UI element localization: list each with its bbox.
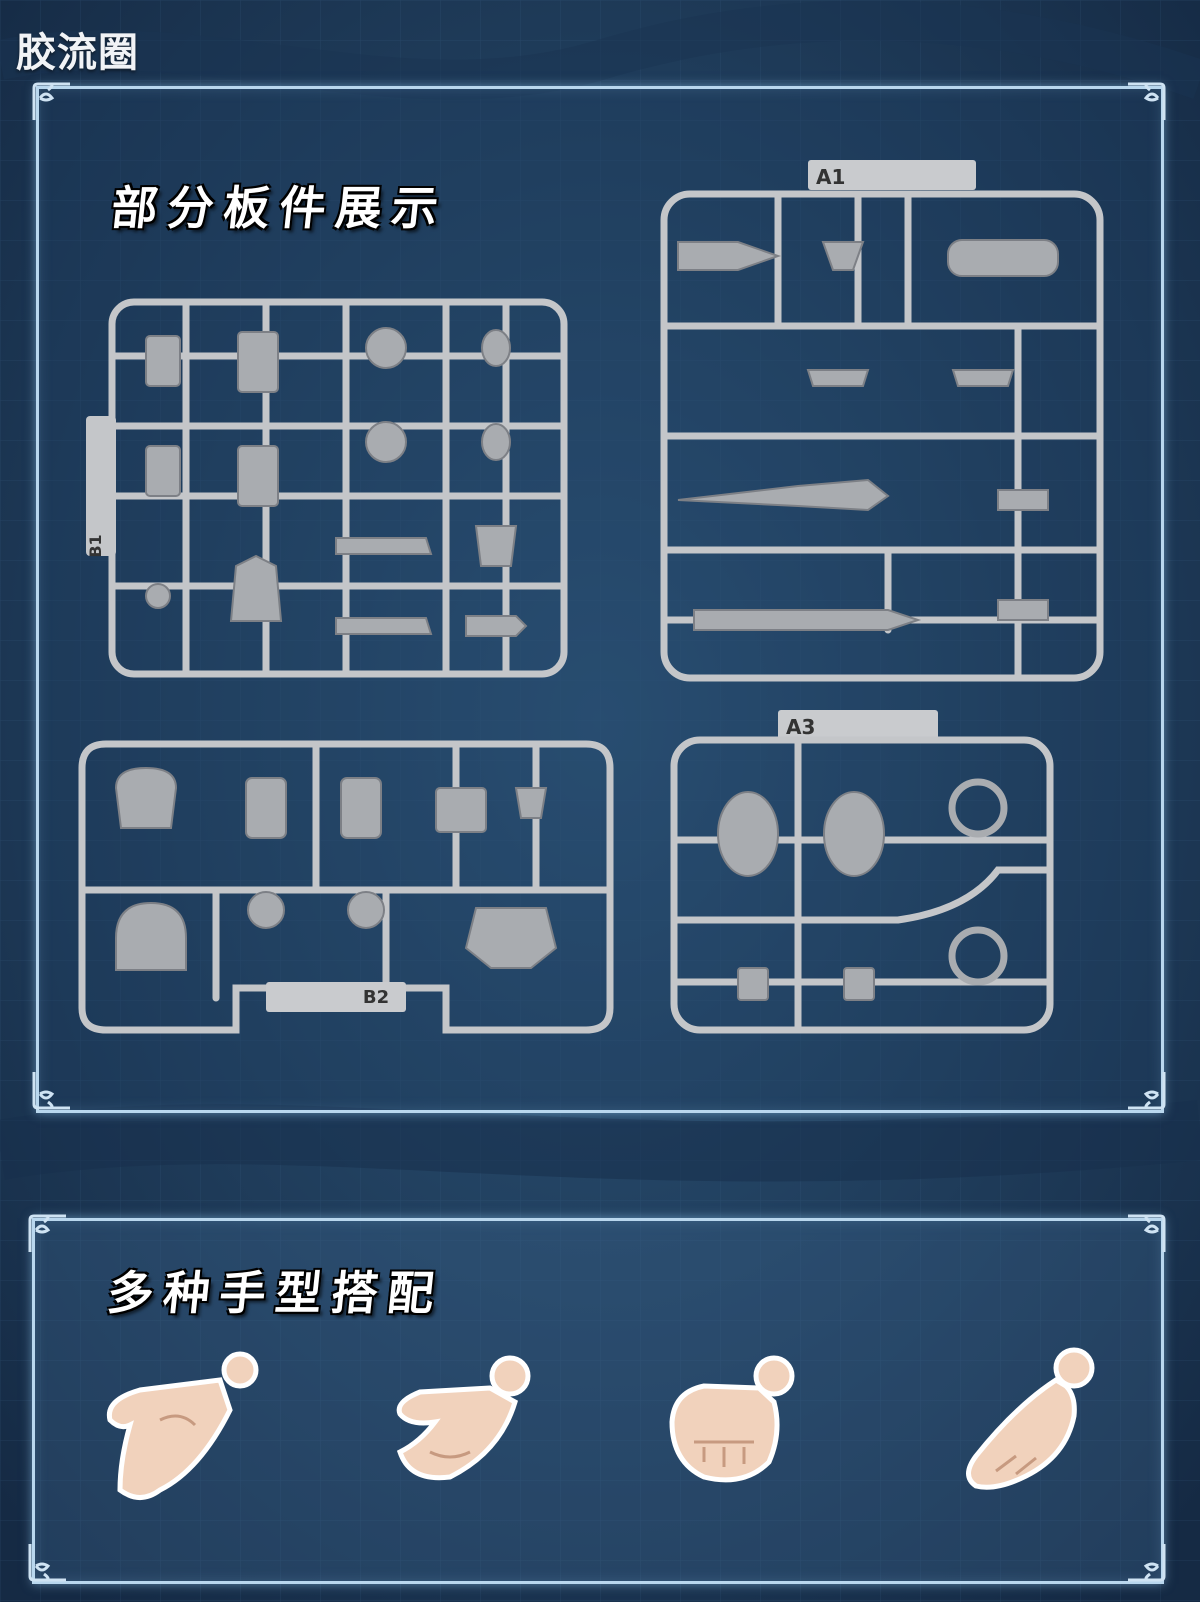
section-title-hands: 多种手型搭配 (104, 1266, 447, 1320)
ornament-corner-icon (1122, 1212, 1168, 1258)
plate-tag: B2 (363, 987, 389, 1008)
hand-fist-icon (669, 1355, 795, 1483)
hand-pointing-icon (966, 1347, 1095, 1490)
ornament-corner-icon (30, 80, 76, 126)
hand-open-palm-icon (106, 1351, 259, 1500)
hand-grip-icon (396, 1355, 531, 1481)
runner-plate-a1: A1 (660, 160, 1104, 682)
watermark-logo: 胶流圈 (16, 30, 139, 76)
ornament-corner-icon (26, 1212, 72, 1258)
ornament-corner-icon (30, 1066, 76, 1112)
plate-tag: B1 (86, 534, 105, 557)
ornament-corner-icon (26, 1538, 72, 1584)
section-title-runners: 部分板件展示 (108, 181, 451, 235)
runner-plate-a3: A3 (670, 710, 1054, 1034)
ornament-corner-icon (1122, 1066, 1168, 1112)
plate-tag: A3 (786, 715, 815, 739)
runner-plate-b1: B1 (86, 298, 568, 678)
runner-plate-b2: B2 (78, 740, 614, 1034)
ornament-corner-icon (1122, 1538, 1168, 1584)
ornament-corner-icon (1122, 80, 1168, 126)
plate-tag: A1 (816, 165, 845, 189)
